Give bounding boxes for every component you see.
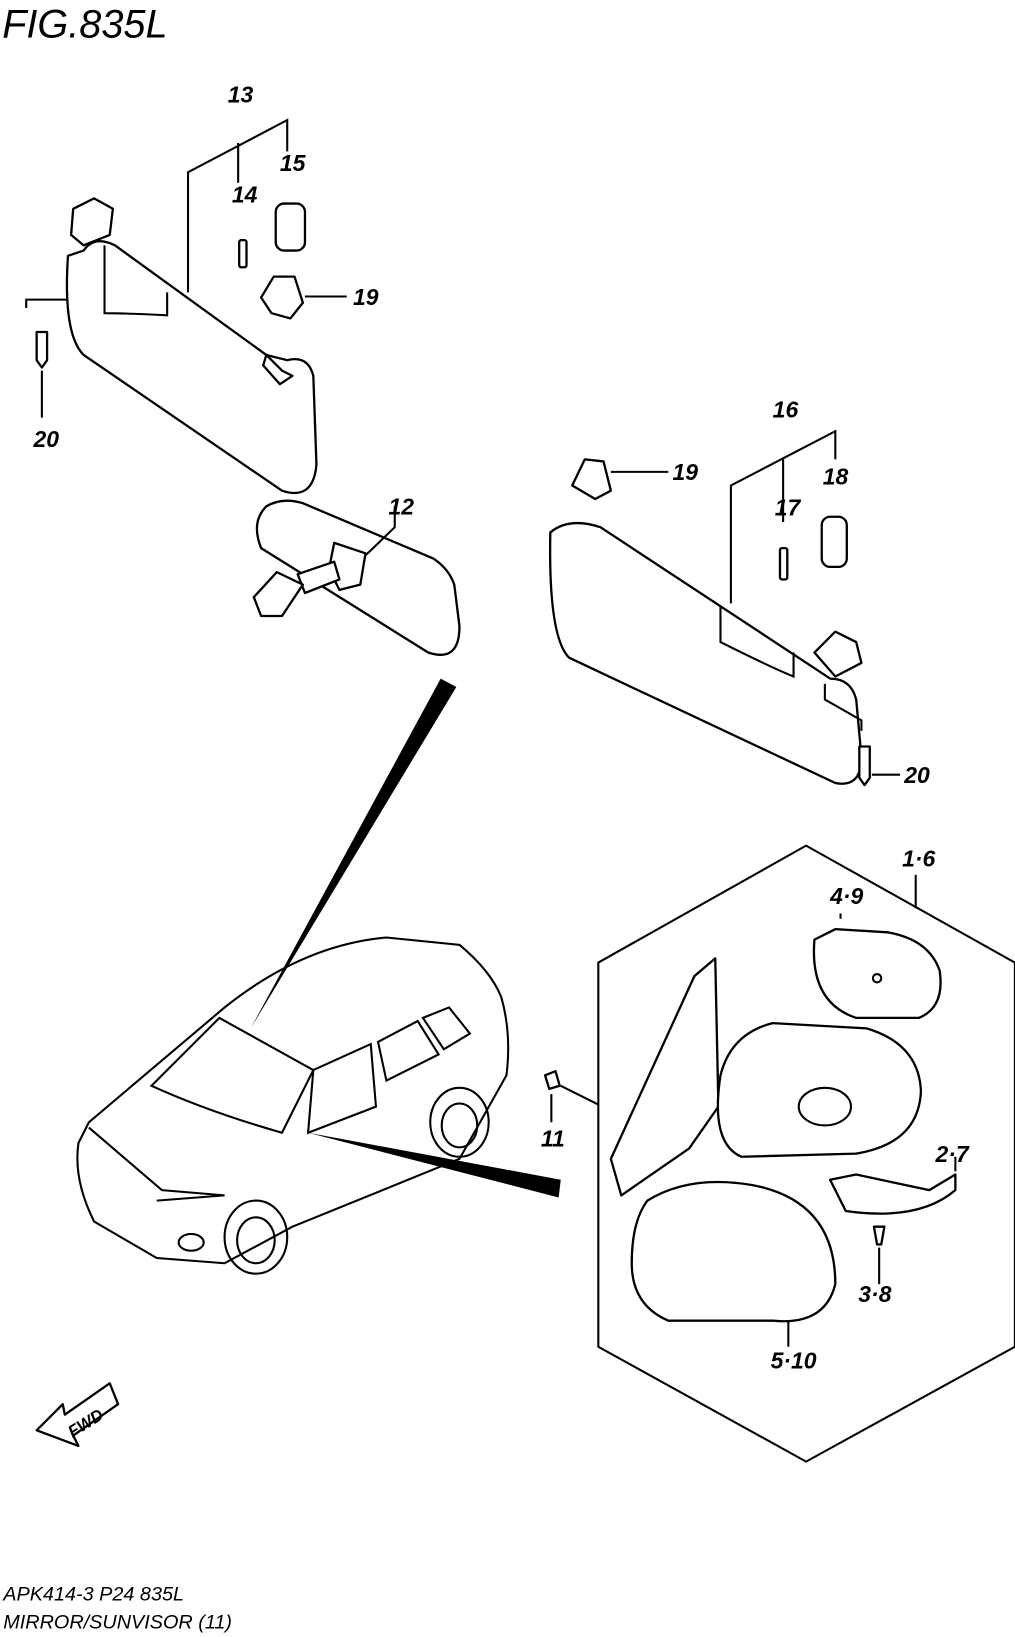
callout-12: 12	[388, 494, 414, 520]
callout-18: 18	[823, 463, 849, 489]
callout-2-7: 2·7	[935, 1141, 970, 1167]
pointer-wedge-top	[250, 678, 457, 1029]
callout-17: 17	[775, 495, 802, 521]
pointer-wedge-side	[308, 1132, 561, 1198]
callout-19: 19	[353, 284, 379, 310]
callout-5-10: 5·10	[771, 1348, 817, 1374]
callout-4-9: 4·9	[829, 883, 863, 909]
callout-16: 16	[773, 397, 799, 423]
callout-14: 14	[232, 182, 258, 208]
callout-1-6: 1·6	[902, 846, 935, 872]
fwd-arrow: FWD	[35, 1382, 120, 1448]
figure-caption: MIRROR/SUNVISOR (11)	[3, 1612, 232, 1634]
figure-title: FIG.835L	[2, 3, 167, 47]
callout-11: 11	[541, 1125, 565, 1151]
callout-13: 13	[228, 81, 254, 107]
callout-3-8: 3·8	[858, 1281, 891, 1307]
callout-20: 20	[33, 426, 60, 452]
sunvisor-right	[548, 429, 901, 787]
rearview-mirror	[252, 499, 461, 656]
callout-20: 20	[903, 762, 930, 788]
door-mirror-assembly	[543, 844, 1015, 1463]
callout-15: 15	[280, 150, 307, 176]
callout-19: 19	[672, 459, 698, 485]
vehicle-outline	[76, 936, 510, 1275]
figure-code: APK414-3 P24 835L	[2, 1583, 184, 1605]
sunvisor-left	[25, 118, 347, 495]
